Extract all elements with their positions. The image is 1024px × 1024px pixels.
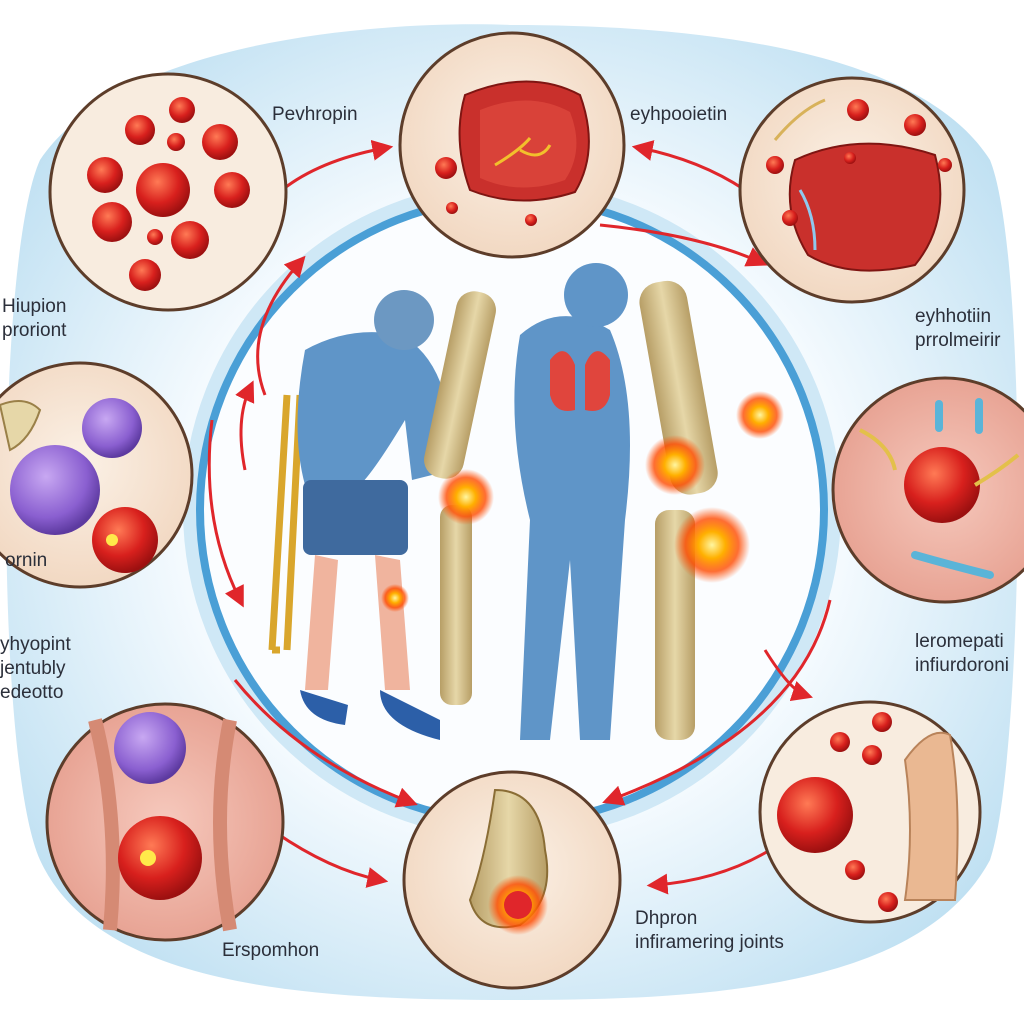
circle-top-left-cells [48, 72, 288, 312]
label-top-left: Pevhropin [272, 104, 358, 125]
cycle-arrows [207, 139, 832, 895]
circle-bottom-joint [402, 770, 622, 990]
left-man-body [297, 332, 452, 485]
central-illustration [268, 263, 784, 740]
label-top-right: eyhpooietin [630, 104, 728, 125]
arrow-upper-right [599, 223, 768, 267]
shin-glow-right [674, 507, 750, 583]
circle-lower-right-cells [758, 700, 982, 924]
arrow-top-left [281, 139, 394, 192]
label-left-upper: Hiupion proriont [2, 295, 66, 343]
label-left-lower-line-1: yhyopint [0, 634, 71, 655]
label-right-upper-line-2: prrolmeirir [915, 329, 1001, 351]
label-bottom-right-line-2: infiramering joints [635, 931, 784, 953]
knee-glow-right [645, 435, 705, 495]
circle-left-cells [0, 361, 194, 589]
left-knee-pain [381, 584, 409, 612]
label-right-lower-line-1: leromepati [915, 631, 1004, 652]
lungs [550, 351, 610, 411]
circle-top-right-tissue [738, 76, 966, 304]
knee-glow-left [438, 469, 494, 525]
left-man-shorts [303, 480, 408, 555]
arrow-upper-left [256, 255, 306, 396]
circle-right-tissue [831, 376, 1024, 604]
arrow-top-right [631, 140, 746, 192]
label-bottom-right-line-1: Dhpron [635, 908, 698, 929]
circle-top-tissue [398, 31, 626, 259]
label-left-upper-line-2: proriont [2, 319, 67, 341]
label-left-lower: yhyopint jentubly edeotto [0, 633, 71, 704]
bone-tibia-left [440, 505, 472, 705]
label-left-mid: ornin [5, 550, 48, 571]
arrow-bottom-left [274, 830, 389, 888]
right-man-head [564, 263, 628, 327]
label-right-lower: leromepati infiurdoroni [915, 630, 1009, 678]
label-left-upper-line-1: Hiupion [2, 296, 67, 317]
bone-femur-left [424, 291, 496, 479]
label-bottom-right: Dhpron infiramering joints [635, 907, 784, 955]
arrow-bottom-right [646, 848, 771, 895]
left-man-head [374, 290, 434, 350]
arrow-right-small [763, 649, 813, 701]
arrow-ring-left [235, 380, 255, 471]
label-right-upper-line-1: eyhhotiin [915, 306, 992, 327]
label-right-lower-line-2: infiurdoroni [915, 654, 1009, 676]
right-man-body [514, 316, 630, 740]
left-man-shoes [300, 690, 440, 740]
arrow-left [207, 419, 244, 608]
label-left-lower-line-3: edeotto [0, 681, 64, 703]
circle-lower-left-cells [45, 702, 285, 942]
arrow-lower-right [602, 599, 832, 806]
bone-femur-right [639, 280, 718, 495]
spark-glow [736, 391, 784, 439]
left-man-legs [305, 555, 410, 690]
label-bottom-left: Erspomhon [222, 940, 320, 961]
arrow-lower-left [233, 679, 418, 808]
label-left-lower-line-2: jentubly [0, 657, 66, 679]
label-right-upper: eyhhotiin prrolmeirir [915, 305, 1001, 353]
